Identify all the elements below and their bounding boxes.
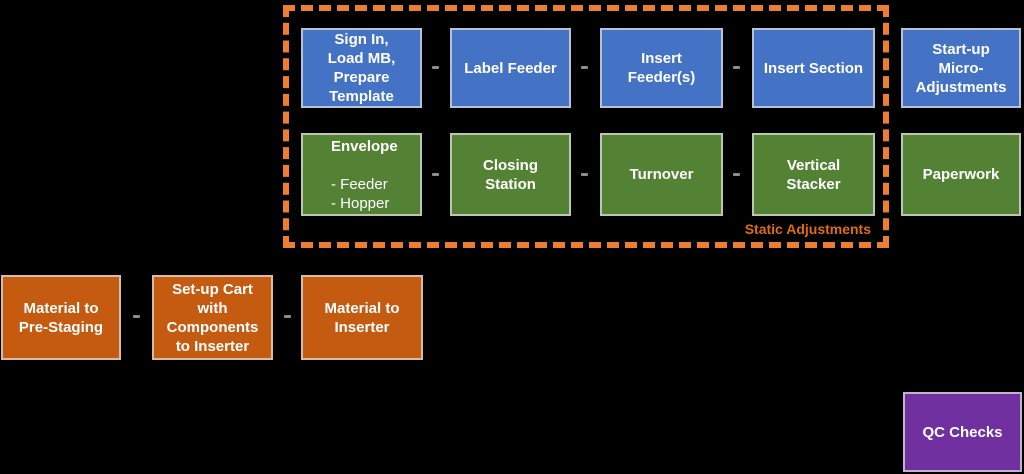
static-adjustments-region: Static Adjustments	[283, 5, 889, 248]
node-insert-feeders: Insert Feeder(s)	[600, 28, 723, 108]
node-label-feeder: Label Feeder	[450, 28, 571, 108]
node-envelope-feeder-hopper: Envelope - Feeder - Hopper	[301, 133, 422, 216]
connector-dash	[733, 66, 740, 69]
connector-dash	[432, 66, 439, 69]
node-qc-checks: QC Checks	[903, 392, 1022, 472]
node-startup-micro-adjustments: Start-up Micro- Adjustments	[901, 28, 1021, 108]
envelope-label: Envelope - Feeder - Hopper	[331, 137, 398, 212]
node-turnover: Turnover	[600, 133, 723, 216]
static-adjustments-label: Static Adjustments	[744, 221, 871, 237]
connector-dash	[733, 173, 740, 176]
node-closing-station: Closing Station	[450, 133, 571, 216]
node-vertical-stacker: Vertical Stacker	[752, 133, 875, 216]
node-setup-cart-with-components: Set-up Cart with Components to Inserter	[152, 275, 273, 360]
connector-dash	[284, 315, 291, 318]
node-material-to-pre-staging: Material to Pre-Staging	[1, 275, 121, 360]
connector-dash	[581, 66, 588, 69]
connector-dash	[581, 173, 588, 176]
connector-dash	[133, 315, 140, 318]
connector-dash	[432, 173, 439, 176]
node-material-to-inserter: Material to Inserter	[301, 275, 423, 360]
node-paperwork: Paperwork	[901, 133, 1021, 216]
node-insert-section: Insert Section	[752, 28, 875, 108]
node-sign-in-load-mb-prepare-template: Sign In, Load MB, Prepare Template	[301, 28, 422, 108]
